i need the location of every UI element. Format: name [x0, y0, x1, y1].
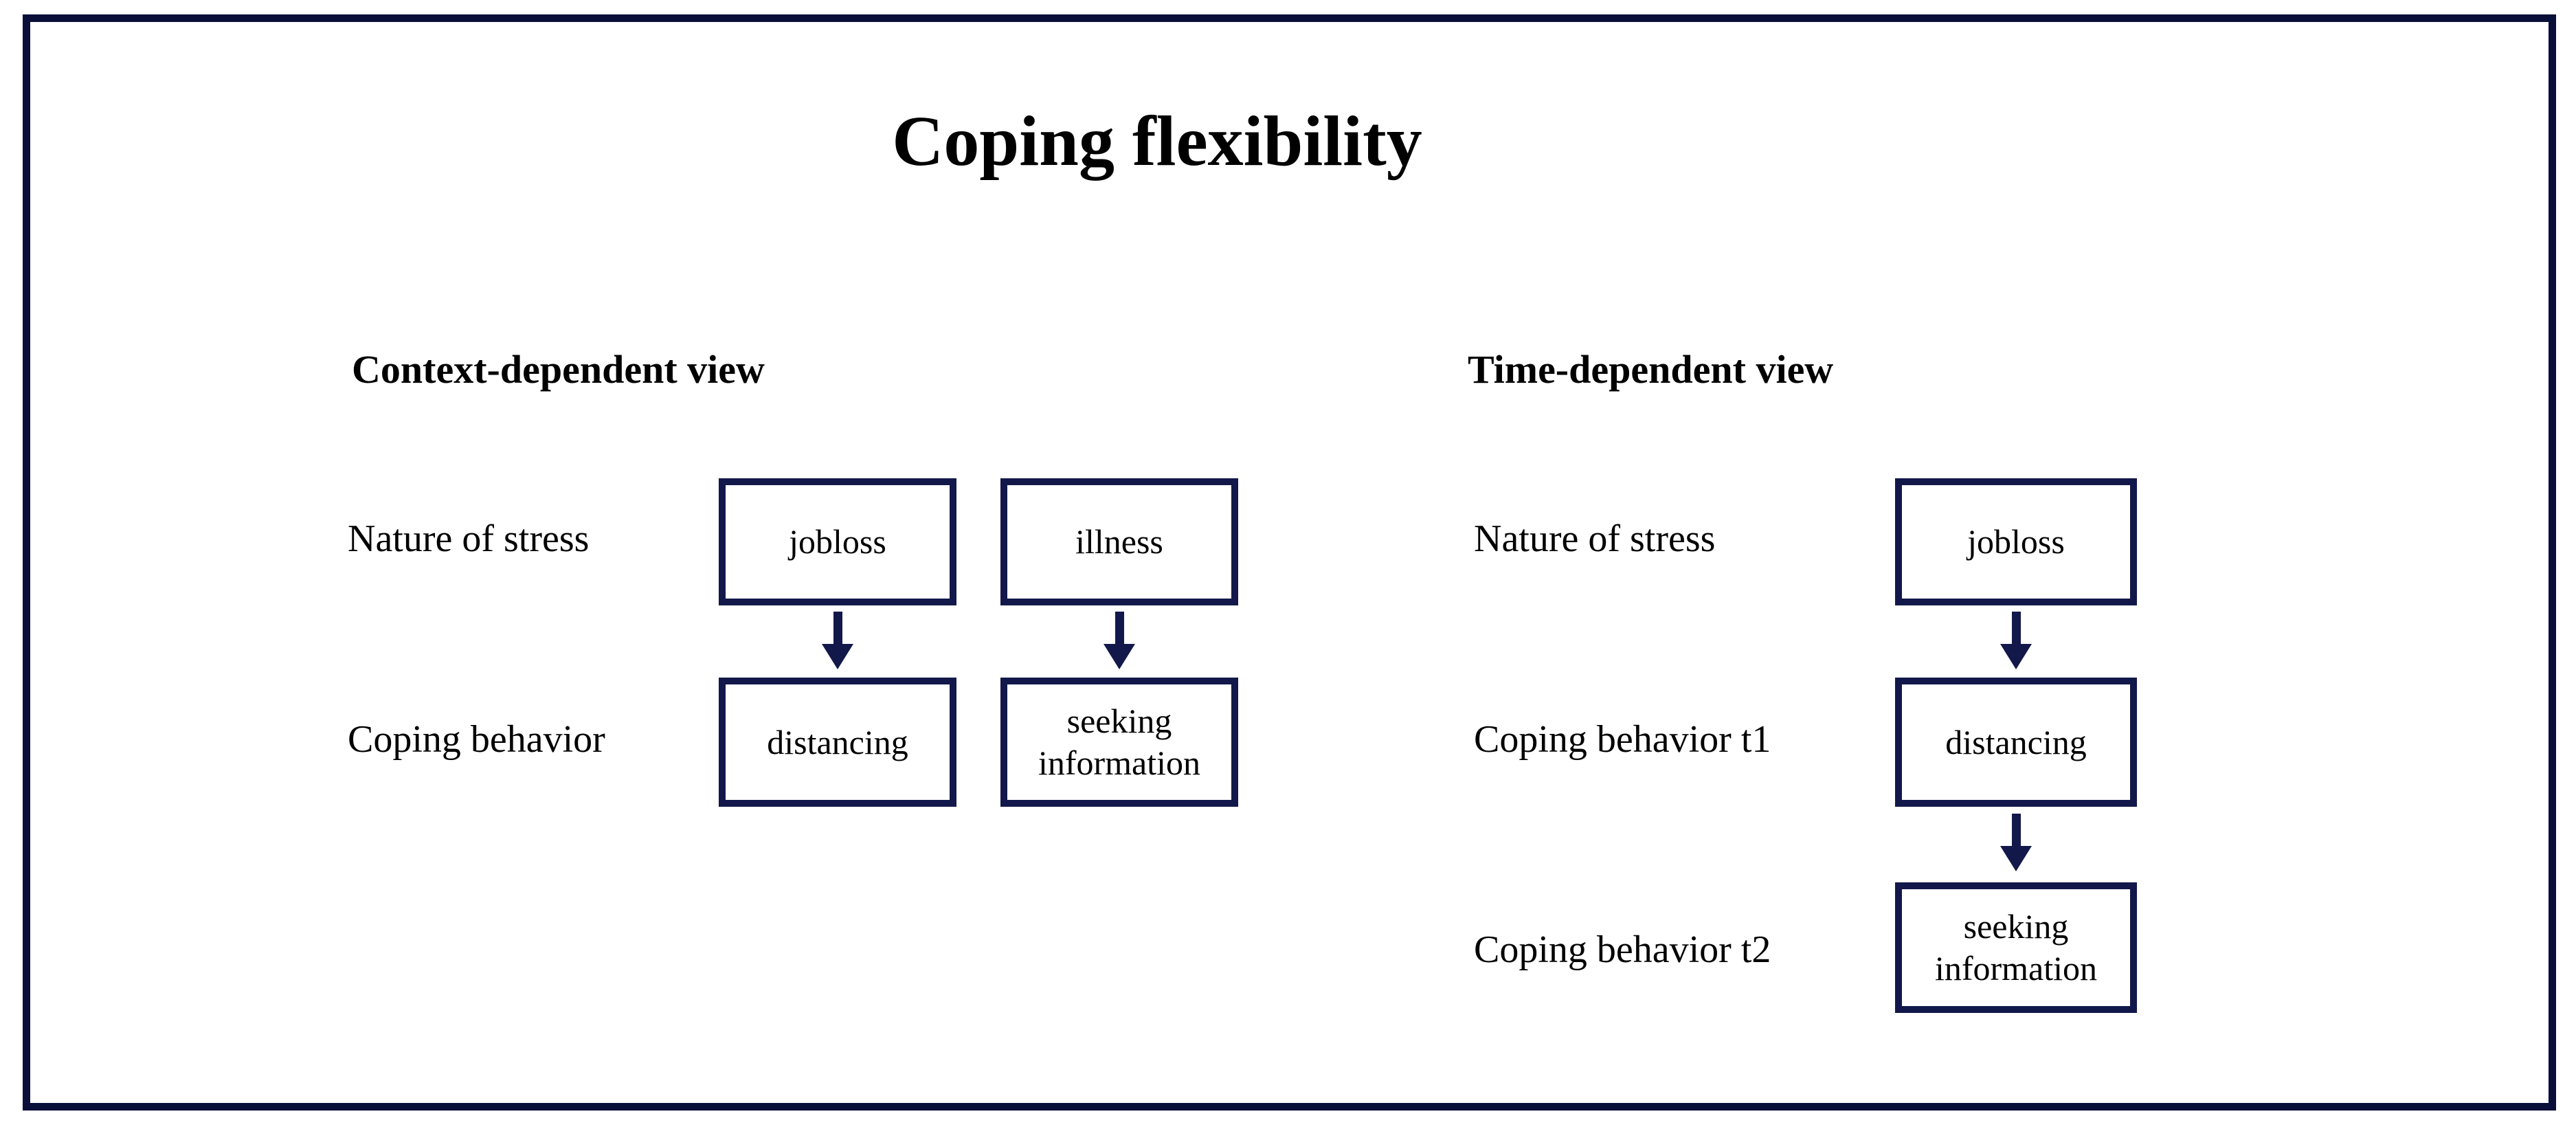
- box-distancing: distancing: [719, 678, 956, 807]
- figure-border-frame: [23, 14, 2556, 1111]
- arrow-stem: [2011, 612, 2021, 644]
- arrow-head: [1104, 644, 1135, 669]
- box-jobloss: jobloss: [719, 478, 956, 605]
- down-arrow-icon: [2000, 814, 2032, 871]
- context-panel-header: Context-dependent view: [352, 347, 765, 392]
- box-distancing: distancing: [1895, 678, 2137, 807]
- arrow-stem: [1115, 612, 1124, 644]
- box-jobloss-label: jobloss: [789, 522, 886, 561]
- box-illness: illness: [1000, 478, 1238, 605]
- box-seeking-information-label: seeking information: [1038, 702, 1201, 782]
- row-label-coping-behavior-t2: Coping behavior t2: [1474, 928, 1771, 971]
- arrow-head: [822, 644, 853, 669]
- row-label-nature-of-stress: Nature of stress: [348, 517, 590, 560]
- row-label-nature-of-stress: Nature of stress: [1474, 517, 1716, 560]
- down-arrow-icon: [1104, 612, 1135, 669]
- arrow-stem: [833, 612, 842, 644]
- box-distancing-label: distancing: [1945, 722, 2087, 761]
- box-illness-label: illness: [1075, 522, 1163, 561]
- box-jobloss: jobloss: [1895, 478, 2137, 605]
- box-distancing-label: distancing: [767, 722, 908, 761]
- time-panel-header: Time-dependent view: [1468, 347, 1834, 392]
- arrow-stem: [2011, 814, 2021, 846]
- box-seeking-information-label: seeking information: [1934, 907, 2098, 988]
- arrow-head: [2000, 846, 2032, 871]
- figure-title: Coping flexibility: [892, 102, 1422, 181]
- down-arrow-icon: [2000, 612, 2032, 669]
- box-seeking-information: seeking information: [1000, 678, 1238, 807]
- row-label-coping-behavior-t1: Coping behavior t1: [1474, 718, 1771, 761]
- arrow-head: [2000, 644, 2032, 669]
- box-jobloss-label: jobloss: [1967, 522, 2065, 561]
- down-arrow-icon: [822, 612, 853, 669]
- row-label-coping-behavior: Coping behavior: [348, 718, 605, 761]
- box-seeking-information: seeking information: [1895, 882, 2137, 1013]
